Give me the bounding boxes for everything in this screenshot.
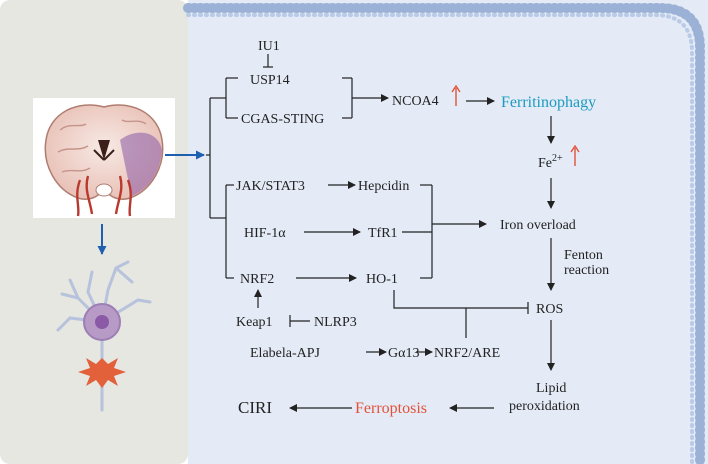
nlrp3-label: NLRP3 bbox=[314, 315, 357, 330]
keap1-label: Keap1 bbox=[236, 315, 273, 330]
ncoa4-label: NCOA4 bbox=[392, 94, 439, 109]
elabela-apj-label: Elabela-APJ bbox=[250, 346, 321, 361]
iron-overload-label: Iron overload bbox=[500, 218, 576, 233]
cgas-sting-label: CGAS-STING bbox=[241, 112, 324, 127]
lipid-label: Lipid bbox=[536, 381, 566, 396]
fe-label: Fe2+ bbox=[538, 153, 563, 171]
peroxidation-label: peroxidation bbox=[509, 399, 580, 414]
reaction-label: reaction bbox=[564, 263, 609, 278]
neuron-icon bbox=[56, 260, 152, 412]
ho1-inhibits-ros bbox=[393, 290, 528, 309]
hif1a-label: HIF-1α bbox=[244, 226, 286, 241]
damage-burst-icon bbox=[78, 358, 126, 388]
jak-stat3-label: JAK/STAT3 bbox=[236, 179, 305, 194]
cell-membrane bbox=[183, 0, 708, 464]
fenton-label: Fenton bbox=[564, 248, 603, 263]
up-arrow-icon bbox=[451, 84, 461, 106]
galpha13-label: Gα13 bbox=[388, 346, 419, 361]
ciri-label: CIRI bbox=[238, 398, 272, 417]
nrf2-label: NRF2 bbox=[240, 272, 274, 287]
ferroptosis-label: Ferroptosis bbox=[355, 400, 427, 417]
ho1-label: HO-1 bbox=[366, 272, 398, 287]
hepcidin-label: Hepcidin bbox=[358, 179, 409, 194]
brain-coronal-section-icon bbox=[33, 98, 175, 218]
nrf2-are-label: NRF2/ARE bbox=[434, 346, 500, 361]
tfr1-label: TfR1 bbox=[368, 226, 398, 241]
usp14-label: USP14 bbox=[250, 73, 290, 88]
iu1-label: IU1 bbox=[258, 39, 280, 54]
ros-label: ROS bbox=[536, 302, 563, 317]
up-arrow-icon bbox=[570, 144, 580, 166]
ferritinophagy-label: Ferritinophagy bbox=[501, 94, 596, 111]
left-panel bbox=[0, 0, 188, 464]
